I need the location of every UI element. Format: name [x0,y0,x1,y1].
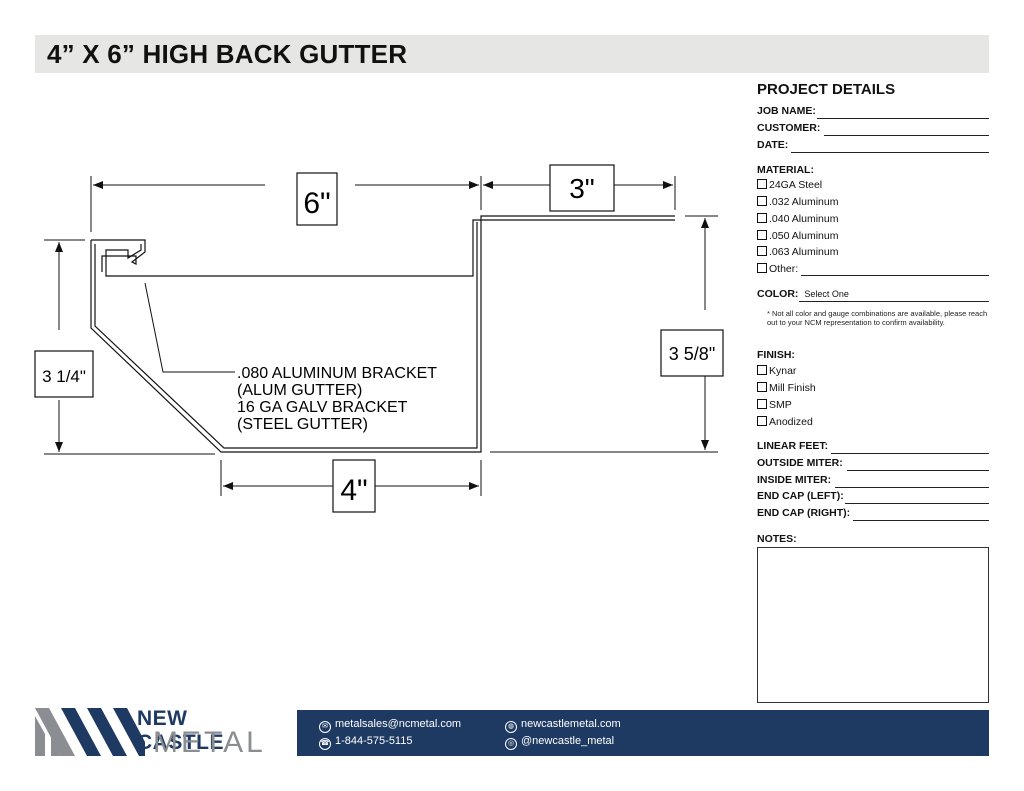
material-option-063-aluminum[interactable]: .063 Aluminum [757,245,838,260]
bracket-note-line-2: (ALUM GUTTER) [237,382,362,399]
notes-textarea[interactable] [757,547,989,703]
logo-mark-icon [35,708,145,756]
material-option-040-aluminum[interactable]: .040 Aluminum [757,212,838,227]
gutter-profile [90,215,675,453]
bracket-note-line-4: (STEEL GUTTER) [237,416,368,433]
end-cap-right-label: END CAP (RIGHT): [757,507,851,519]
color-label: COLOR: [757,288,799,300]
finish-label: FINISH: [757,349,795,361]
dimension-label-4: 4" [340,474,367,507]
dimension-label-3-1-4: 3 1/4" [42,367,86,386]
job-name-label: JOB NAME: [757,105,816,117]
contact-footer: ✉metalsales@ncmetal.com ☎1-844-575-5115 … [297,710,989,756]
new-castle-metal-logo: NEW CASTLE METAL [35,707,280,760]
dimension-right [490,215,718,453]
email-icon: ✉ [319,721,331,733]
linear-feet-label: LINEAR FEET: [757,440,829,452]
bracket-leader-line [144,282,235,373]
logo-text-new-castle: NEW CASTLE [137,707,224,754]
instagram-icon: ◎ [505,738,517,750]
title-bar: 4” X 6” HIGH BACK GUTTER [35,35,989,73]
inside-miter-field[interactable]: INSIDE MITER: [757,474,989,489]
gutter-drawing: 6" 3" 3 1/4" 3 5/8" 4" .080 ALUMINUM BRA… [34,164,724,513]
color-select[interactable]: Select One [804,289,849,299]
notes-label: NOTES: [757,533,797,545]
material-option-other[interactable]: Other: [757,262,989,277]
finish-option-anodized[interactable]: Anodized [757,415,813,430]
checkbox[interactable] [757,196,767,206]
material-label: MATERIAL: [757,164,814,176]
phone-icon: ☎ [319,738,331,750]
checkbox[interactable] [757,365,767,375]
footer-phone[interactable]: ☎1-844-575-5115 [319,735,412,750]
globe-icon: ◍ [505,721,517,733]
checkbox[interactable] [757,263,767,273]
project-details-heading: PROJECT DETAILS [757,81,896,98]
checkbox[interactable] [757,246,767,256]
customer-field[interactable]: CUSTOMER: [757,122,989,137]
dimension-label-3-5-8: 3 5/8" [669,344,715,364]
job-name-field[interactable]: JOB NAME: [757,105,989,120]
date-label: DATE: [757,139,789,151]
checkbox[interactable] [757,399,767,409]
logo-text-metal: METAL [153,726,266,759]
end-cap-left-field[interactable]: END CAP (LEFT): [757,490,989,505]
finish-option-mill-finish[interactable]: Mill Finish [757,381,816,396]
dimension-top-left [90,176,482,232]
material-option-032-aluminum[interactable]: .032 Aluminum [757,195,838,210]
customer-label: CUSTOMER: [757,122,821,134]
checkbox[interactable] [757,382,767,392]
checkbox[interactable] [757,416,767,426]
dimension-label-6: 6" [303,187,330,220]
dimension-top-right [483,176,676,210]
color-field[interactable]: COLOR: Select One [757,288,989,303]
material-option-050-aluminum[interactable]: .050 Aluminum [757,229,838,244]
footer-social[interactable]: ◎@newcastle_metal [505,735,614,750]
linear-feet-field[interactable]: LINEAR FEET: [757,440,989,455]
footer-email[interactable]: ✉metalsales@ncmetal.com [319,718,461,733]
page-title: 4” X 6” HIGH BACK GUTTER [47,39,408,69]
project-details-panel: PROJECT DETAILS JOB NAME: CUSTOMER: DATE… [757,78,989,703]
checkbox[interactable] [757,213,767,223]
inside-miter-label: INSIDE MITER: [757,474,832,486]
dimension-left [44,239,215,455]
finish-option-smp[interactable]: SMP [757,398,792,413]
bracket-note-line-3: 16 GA GALV BRACKET [237,399,408,416]
footer-website[interactable]: ◍newcastlemetal.com [505,718,621,733]
bracket-note-line-1: .080 ALUMINUM BRACKET [237,365,437,382]
color-availability-note: * Not all color and gauge combinations a… [767,309,988,327]
finish-option-kynar[interactable]: Kynar [757,364,796,379]
outside-miter-field[interactable]: OUTSIDE MITER: [757,457,989,472]
checkbox[interactable] [757,230,767,240]
outside-miter-label: OUTSIDE MITER: [757,457,843,469]
checkbox[interactable] [757,179,767,189]
date-field[interactable]: DATE: [757,139,989,154]
end-cap-left-label: END CAP (LEFT): [757,490,844,502]
material-option-24ga-steel[interactable]: 24GA Steel [757,178,822,193]
dimension-label-3: 3" [569,173,595,204]
end-cap-right-field[interactable]: END CAP (RIGHT): [757,507,989,522]
dimension-bottom [220,460,482,496]
